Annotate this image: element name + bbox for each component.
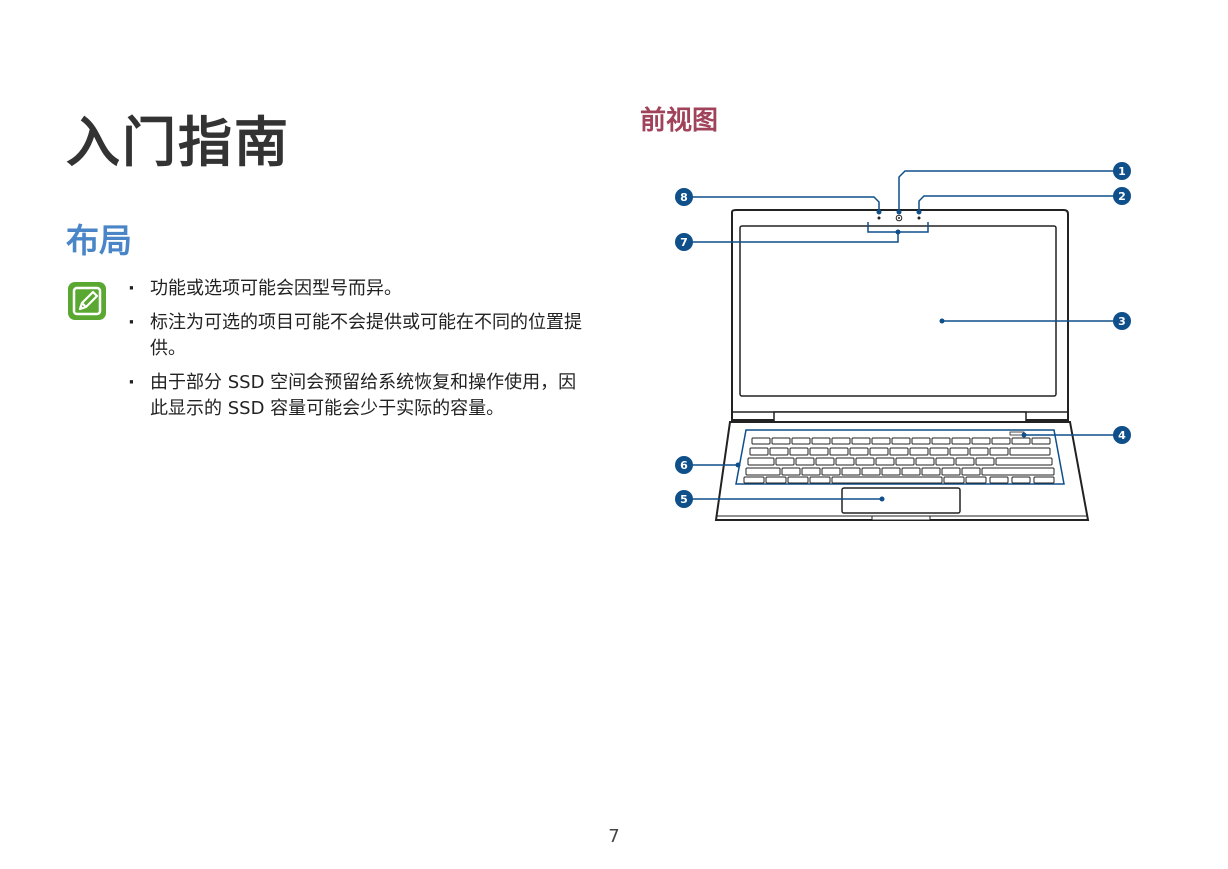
note-item: 功能或选项可能会因型号而异。 bbox=[124, 276, 584, 302]
callout-label: 5 bbox=[680, 493, 688, 506]
callout-label: 2 bbox=[1118, 190, 1126, 203]
laptop-front-view-diagram: 1 2 3 4 5 6 7 8 bbox=[660, 150, 1140, 540]
note-pencil-icon bbox=[66, 280, 108, 322]
note-item: 由于部分 SSD 空间会预留给系统恢复和操作使用，因此显示的 SSD 容量可能会… bbox=[124, 370, 584, 422]
callout-1: 1 bbox=[1113, 162, 1131, 180]
callout-6: 6 bbox=[675, 456, 693, 474]
callout-label: 6 bbox=[680, 459, 688, 472]
callout-label: 7 bbox=[680, 236, 688, 249]
callout-8: 8 bbox=[675, 188, 693, 206]
page-number: 7 bbox=[608, 826, 620, 847]
callout-2: 2 bbox=[1113, 187, 1131, 205]
notes-list: 功能或选项可能会因型号而异。 标注为可选的项目可能不会提供或可能在不同的位置提供… bbox=[124, 276, 584, 430]
callout-4: 4 bbox=[1113, 426, 1131, 444]
front-view-title: 前视图 bbox=[640, 106, 719, 136]
callout-label: 3 bbox=[1118, 315, 1126, 328]
callout-label: 4 bbox=[1118, 429, 1126, 442]
page-title: 入门指南 bbox=[66, 111, 290, 174]
note-item: 标注为可选的项目可能不会提供或可能在不同的位置提供。 bbox=[124, 310, 584, 362]
callout-5: 5 bbox=[675, 490, 693, 508]
callout-label: 8 bbox=[680, 191, 688, 204]
section-subtitle: 布局 bbox=[66, 221, 132, 260]
callout-3: 3 bbox=[1113, 312, 1131, 330]
callout-label: 1 bbox=[1118, 165, 1126, 178]
callout-7: 7 bbox=[675, 233, 693, 251]
